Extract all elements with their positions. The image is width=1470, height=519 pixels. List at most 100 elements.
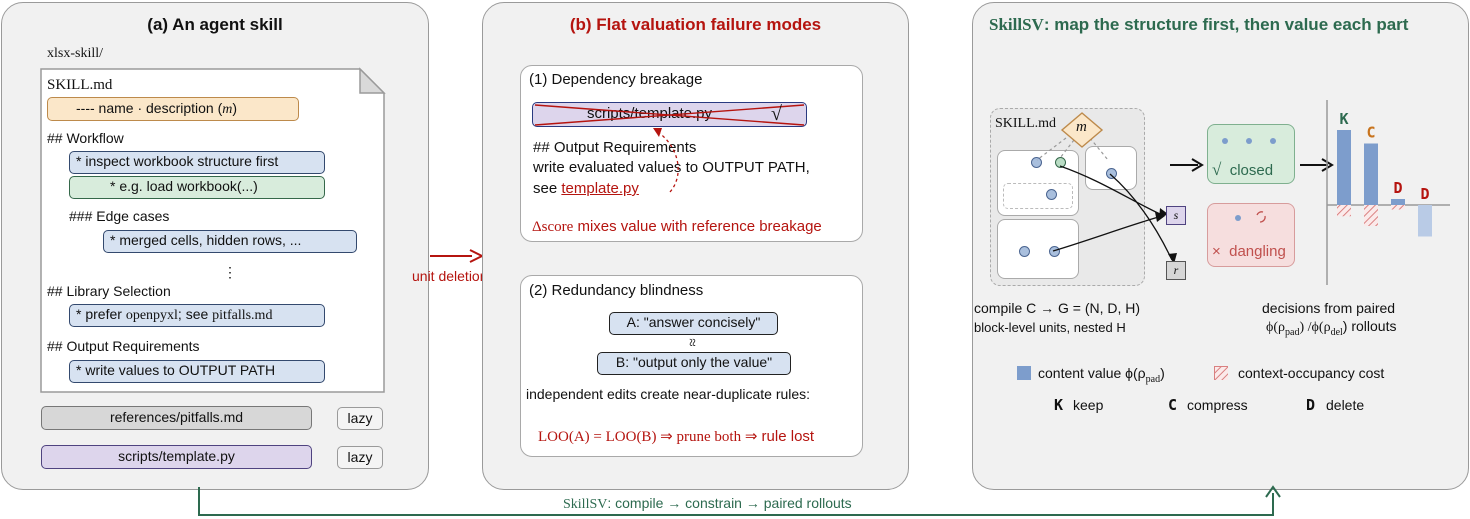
closed-box — [1207, 124, 1295, 184]
closed-label: √ closed — [1212, 160, 1273, 180]
to-status-arrow — [1170, 158, 1204, 172]
see-text: see — [533, 180, 562, 197]
legend-cost-text: context-occupancy cost — [1238, 365, 1385, 381]
node-m-label: m — [1076, 119, 1087, 135]
closed-check: √ — [1212, 160, 1222, 179]
template-link: template.py — [561, 180, 639, 197]
bar-context-cost-1 — [1337, 205, 1351, 217]
node-s-label: s — [1173, 208, 1179, 222]
del-sub: del — [1330, 326, 1343, 338]
node-dot-2 — [1055, 157, 1066, 168]
bar-context-cost-2 — [1364, 205, 1378, 226]
panel-a-title: (a) An agent skill — [147, 15, 283, 34]
compile-line-2: block-level units, nested H — [974, 320, 1126, 335]
heading-edge-cases: ### Edge cases — [69, 208, 170, 224]
output-req-line1: write evaluated values to OUTPUT PATH, — [533, 159, 810, 176]
lazy-badge-2: lazy — [337, 446, 383, 469]
graph-label: SKILL.md — [995, 116, 1057, 131]
key-d: D — [1306, 396, 1316, 414]
edge-case-item: * merged cells, hidden rows, ... — [103, 230, 357, 253]
lazy-badge-1: lazy — [337, 407, 383, 430]
bar-content-value-1 — [1337, 130, 1351, 205]
bar-content-value-2 — [1364, 143, 1378, 205]
closed-dot-2 — [1246, 138, 1252, 144]
dependency-breakage-box — [520, 65, 863, 242]
frontmatter-close: ) — [232, 100, 238, 116]
key-d-text: delete — [1326, 397, 1365, 413]
legend-cost-swatch — [1214, 366, 1228, 380]
workflow-item-load: * e.g. load workbook(...) — [69, 176, 325, 199]
ref-pitfalls: references/pitfalls.md — [41, 406, 312, 430]
key-c-text: compress — [1187, 397, 1248, 413]
to-bars-arrow — [1300, 158, 1334, 172]
output-req-heading: ## Output Requirements — [533, 139, 697, 156]
rule-b: B: "output only the value" — [597, 352, 791, 375]
folder-label: xlsx-skill/ — [47, 46, 104, 61]
phi-del: ) /ϕ(ρ — [1299, 320, 1331, 335]
rule-a: A: "answer concisely" — [609, 312, 778, 335]
compile-line-1: compile C → G = (N, D, H) — [974, 300, 1141, 316]
node-dot-1 — [1031, 157, 1042, 168]
key-k: K — [1054, 396, 1064, 414]
node-r-label: r — [1173, 263, 1179, 277]
bar-label-1: K — [1339, 110, 1348, 128]
rollouts-text: ) rollouts — [1342, 318, 1397, 334]
decisions-line-1: decisions from paired — [1262, 300, 1396, 316]
heading-library: ## Library Selection — [47, 283, 171, 299]
library-prefix: * prefer — [76, 306, 126, 322]
frontmatter-var: m — [222, 102, 233, 117]
node-dot-4 — [1106, 168, 1117, 179]
bar-label-3: D — [1393, 179, 1402, 197]
heading-output: ## Output Requirements — [47, 338, 200, 354]
library-code-openpyxl: openpyxl — [125, 308, 178, 323]
library-item: * prefer openpyxl; see pitfalls.md — [69, 304, 325, 327]
legend-value-label: content value ϕ(ρ — [1038, 365, 1146, 381]
dangling-label: × dangling — [1212, 243, 1286, 260]
panel-b-title: (b) Flat valuation failure modes — [569, 15, 822, 34]
ref-template: scripts/template.py — [41, 445, 312, 469]
key-c: C — [1168, 396, 1178, 414]
check-mark: √ — [771, 103, 782, 125]
dangling-text: dangling — [1229, 243, 1286, 260]
library-mid: ; see — [177, 306, 213, 322]
ellipsis: ⋮ — [223, 264, 237, 280]
bar-content-value-4 — [1418, 205, 1432, 237]
closed-dot-3 — [1270, 138, 1276, 144]
pad-sub: pad — [1285, 326, 1300, 338]
title-rest: : map the structure first, then value ea… — [1043, 15, 1409, 34]
unit-deletion-label: unit deletion — [412, 268, 488, 284]
bottom-caption: SkillSV: compile → constrain → paired ro… — [559, 495, 856, 513]
node-dot-5 — [1019, 246, 1030, 257]
bottom-text: : compile → constrain → paired rollouts — [607, 495, 852, 511]
bar-label-2: C — [1366, 124, 1375, 142]
delta-score: Δscore — [532, 219, 574, 235]
graph-node-bottom — [997, 219, 1079, 279]
redundancy-line: independent edits create near-duplicate … — [526, 386, 811, 402]
dependency-title: (1) Dependency breakage — [529, 71, 703, 88]
title-skillsv: SkillSV — [989, 15, 1044, 34]
workflow-item-load-text: * e.g. load workbook(...) — [110, 178, 258, 194]
bottom-skillsv: SkillSV — [563, 497, 608, 512]
node-dot-3 — [1046, 189, 1057, 200]
legend-value-end: ) — [1160, 365, 1165, 381]
dangling-cross: × — [1212, 243, 1221, 260]
decisions-line-2: ϕ(ρpad) /ϕ(ρdel) rollouts — [1266, 318, 1396, 338]
unit-deletion-arrow — [430, 249, 484, 263]
bar-context-cost-3 — [1391, 205, 1405, 210]
bar-label-4: D — [1420, 185, 1429, 203]
strike-cross — [534, 104, 805, 126]
closed-dot-1 — [1222, 138, 1228, 144]
dependency-note-text: mixes value with reference breakage — [573, 218, 822, 235]
key-k-text: keep — [1073, 397, 1104, 413]
legend-value-text: content value ϕ(ρpad) — [1038, 365, 1165, 385]
node-dot-6 — [1049, 246, 1060, 257]
frontmatter-text: ---- name · description ( — [76, 100, 223, 116]
dangling-broken-icon — [1256, 211, 1266, 223]
approx-symbol: ≈ — [683, 338, 700, 347]
rule-lost-text: rule lost — [757, 428, 815, 445]
output-item: * write values to OUTPUT PATH — [69, 360, 325, 383]
skill-md-filename: SKILL.md — [47, 77, 113, 93]
closed-text: closed — [1229, 162, 1274, 179]
dangling-ref-arrow — [653, 128, 679, 193]
